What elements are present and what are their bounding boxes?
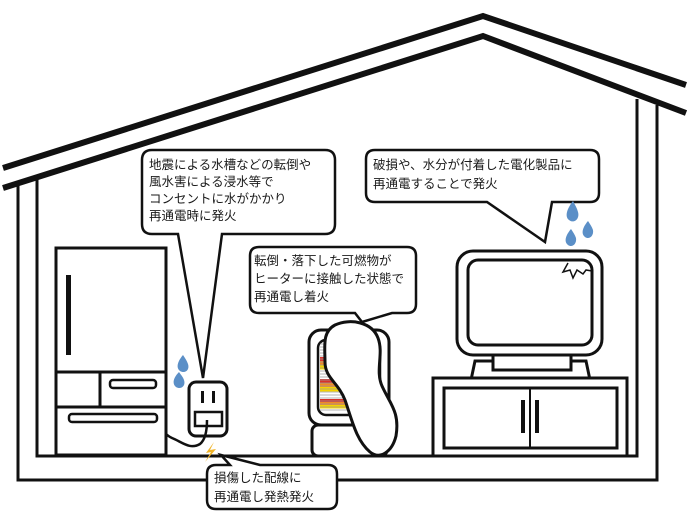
tv-cabinet — [431, 376, 629, 458]
damaged-cord — [165, 419, 209, 448]
callout-line: 再通電し発熱発火 — [214, 489, 315, 504]
callout-bubble — [364, 148, 601, 245]
cabinet-handle-left — [521, 400, 525, 433]
callout-line: 地震による水槽などの転倒や — [149, 157, 311, 172]
refrigerator — [54, 246, 168, 457]
cabinet-handle-right — [535, 400, 539, 433]
callout-bubble — [248, 245, 418, 324]
water-drop-icon — [566, 201, 579, 222]
roof — [2, 12, 688, 191]
fridge-drawer-handle-2 — [67, 412, 159, 424]
callout-line: 転倒・落下した可燃物が — [254, 253, 392, 268]
callout-line: 破損や、水分が付着した電化製品に — [373, 157, 573, 172]
wall-outlet — [187, 380, 229, 438]
outlet-slot-left — [201, 391, 204, 403]
roof-inner-line — [2, 32, 688, 191]
screen-crack-icon — [561, 262, 593, 280]
callout-bubble — [140, 148, 337, 379]
callout-heater-contact: 転倒・落下した可燃物が ヒーターに接触した状態で 再通電し着火 — [248, 245, 418, 324]
spark-icon — [205, 442, 216, 462]
fallen-cloth — [323, 320, 399, 457]
callout-line: ヒーターに接触した状態で — [254, 271, 404, 286]
callout-line: 損傷した配線に — [214, 470, 302, 485]
fridge-drawer-handle-1 — [108, 378, 158, 390]
callout-bubble — [205, 452, 339, 511]
tv-screen — [466, 258, 594, 347]
water-drop-icon — [177, 355, 189, 373]
callout-line: 再通電することで発火 — [373, 176, 498, 191]
water-drops-tv — [565, 201, 594, 247]
water-drops-outlet — [173, 355, 189, 389]
water-drop-icon — [173, 372, 185, 389]
outlet-plate — [187, 380, 229, 438]
outlet-slot-right — [212, 391, 215, 403]
callout-line: 再通電し着火 — [254, 289, 330, 304]
electric-heater — [307, 320, 399, 458]
roof-outer-line — [2, 12, 687, 171]
fridge-door-handle — [66, 275, 71, 355]
water-drop-icon — [565, 229, 577, 247]
outlet-plug — [193, 410, 224, 428]
callout-outlet-water: 地震による水槽などの転倒や 風水害による浸水等で コンセントに水がかかり 再通電… — [140, 148, 337, 379]
callout-line: コンセントに水がかかり — [149, 191, 287, 206]
water-drop-icon — [582, 221, 594, 239]
fridge-body — [54, 246, 168, 457]
callout-damaged-appliance: 破損や、水分が付着した電化製品に 再通電することで発火 — [364, 148, 601, 245]
television — [455, 249, 604, 382]
callout-damaged-wiring: 損傷した配線に 再通電し発熱発火 — [205, 452, 339, 511]
callout-line: 風水害による浸水等で — [149, 174, 274, 189]
callout-line: 再通電時に発火 — [149, 208, 237, 223]
